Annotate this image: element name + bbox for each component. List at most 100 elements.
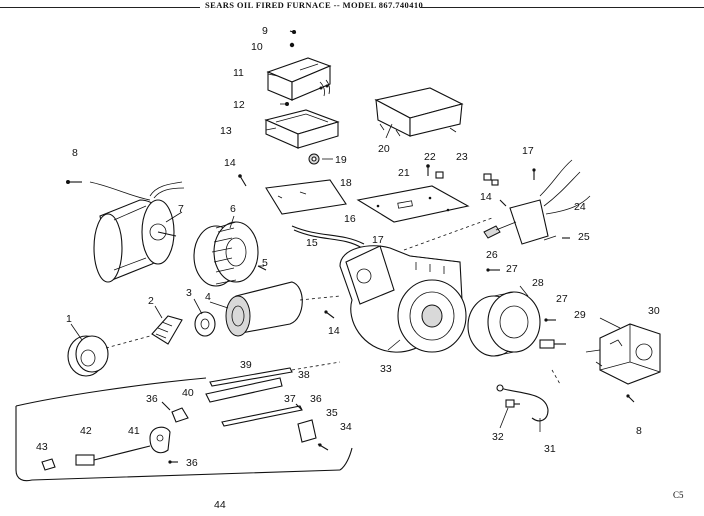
- callout-28: 28: [532, 277, 544, 289]
- callout-4: 4: [205, 291, 211, 303]
- part-23-clips: [435, 171, 499, 186]
- callout-33: 33: [380, 363, 392, 375]
- callout-6: 6: [230, 203, 236, 215]
- callout-2: 2: [148, 295, 154, 307]
- part-38-electrode-tube: [205, 377, 283, 403]
- callout-17-lower: 17: [372, 234, 384, 246]
- callout-1: 1: [66, 313, 72, 325]
- part-20-relay-cover: [374, 87, 464, 137]
- callout-30: 30: [648, 305, 660, 317]
- part-41-clamp: [149, 426, 171, 454]
- callout-27-lower: 27: [556, 293, 568, 305]
- part-3-coupling: [194, 311, 216, 337]
- callout-11: 11: [233, 67, 244, 79]
- callout-36-bottom: 36: [186, 457, 198, 469]
- callout-9: 9: [262, 25, 268, 37]
- callout-25: 25: [578, 231, 590, 243]
- callout-21: 21: [398, 167, 410, 179]
- callout-34: 34: [340, 421, 352, 433]
- header-rule-right: [420, 7, 704, 8]
- diagram-header: SEARS OIL FIRED FURNACE -- MODEL 867.740…: [0, 0, 704, 14]
- part-10-washer: [289, 42, 295, 48]
- callout-5: 5: [262, 257, 268, 269]
- part-2-air-shutter: [151, 315, 183, 345]
- part-43-nozzle: [41, 458, 56, 471]
- part-19-grommet: [308, 153, 320, 165]
- callout-22: 22: [424, 151, 436, 163]
- leader-lines: [70, 73, 621, 432]
- callout-40: 40: [182, 387, 194, 399]
- callout-8-right: 8: [636, 425, 642, 437]
- callout-13: 13: [220, 125, 232, 137]
- callout-27-upper: 27: [506, 263, 518, 275]
- callout-23: 23: [456, 151, 468, 163]
- callout-41: 41: [128, 425, 140, 437]
- header-rule-left: [0, 7, 200, 8]
- part-18-mounting-plate: [265, 179, 347, 215]
- part-27-screws: [486, 268, 556, 322]
- part-5-set-screw: [257, 265, 267, 271]
- callout-36-mid: 36: [310, 393, 322, 405]
- callout-39: 39: [240, 359, 252, 371]
- callout-18: 18: [340, 177, 352, 189]
- callout-7: 7: [178, 203, 184, 215]
- part-30-fuel-pump: [585, 323, 661, 385]
- part-13-transformer-base: [264, 109, 340, 149]
- part-37-electrode: [221, 405, 303, 427]
- callout-labels: 9 10 11 12 13 19 20 22 23 17 8 14 21 18 …: [36, 25, 660, 511]
- part-42-nozzle-adapter: [75, 445, 151, 466]
- callout-8-left: 8: [72, 147, 78, 159]
- part-16-cable: [291, 225, 365, 249]
- part-29-fitting: [539, 339, 566, 349]
- callout-19: 19: [335, 154, 347, 166]
- part-39-electrode: [209, 361, 341, 387]
- part-9-screw: [289, 30, 297, 34]
- callout-20: 20: [378, 143, 390, 155]
- part-7-blower-motor: [93, 181, 185, 283]
- callout-36-left: 36: [146, 393, 158, 405]
- callout-12: 12: [233, 99, 245, 111]
- part-8-screw-left: [66, 180, 151, 201]
- corner-mark: C5: [673, 490, 684, 500]
- callout-42: 42: [80, 425, 92, 437]
- part-26-sensor: [483, 221, 517, 239]
- callout-29: 29: [574, 309, 586, 321]
- callout-10: 10: [251, 41, 263, 53]
- callout-14-lower: 14: [328, 325, 340, 337]
- callout-14-right: 14: [480, 191, 492, 203]
- callout-17-upper: 17: [522, 145, 534, 157]
- part-6-blower-wheel: [193, 221, 259, 287]
- part-44-assembly-bracket: [15, 377, 353, 482]
- part-12-screw: [285, 102, 289, 106]
- part-14-screws-upper: [238, 174, 507, 207]
- part-32-nozzle: [505, 399, 520, 408]
- part-28-mounting-flange: [467, 291, 541, 357]
- part-22-screw: [426, 164, 430, 176]
- callout-15: 15: [306, 237, 318, 249]
- callout-35: 35: [326, 407, 338, 419]
- callout-24: 24: [574, 201, 586, 213]
- part-36-screws: [161, 401, 303, 464]
- part-40-bracket: [171, 407, 189, 423]
- diagram-title: SEARS OIL FIRED FURNACE -- MODEL 867.740…: [205, 0, 424, 10]
- callout-3: 3: [186, 287, 192, 299]
- part-8-screw-right: [626, 394, 635, 403]
- part-24-control-bracket: [509, 159, 591, 245]
- part-1-end-cap: [67, 335, 151, 377]
- callout-31: 31: [544, 443, 556, 455]
- callout-43: 43: [36, 441, 48, 453]
- part-33-burner-housing: [339, 217, 493, 353]
- part-17-screw-upper: [532, 168, 536, 180]
- callout-37: 37: [284, 393, 296, 405]
- part-4-air-tube: [225, 281, 341, 337]
- callout-38: 38: [298, 369, 310, 381]
- callout-44: 44: [214, 499, 226, 511]
- callout-32: 32: [492, 431, 504, 443]
- callout-16: 16: [344, 213, 356, 225]
- part-11-transformer: [266, 57, 332, 101]
- part-35-clamp: [297, 419, 317, 443]
- callout-14-upper: 14: [224, 157, 236, 169]
- part-31-oil-line: [496, 369, 561, 422]
